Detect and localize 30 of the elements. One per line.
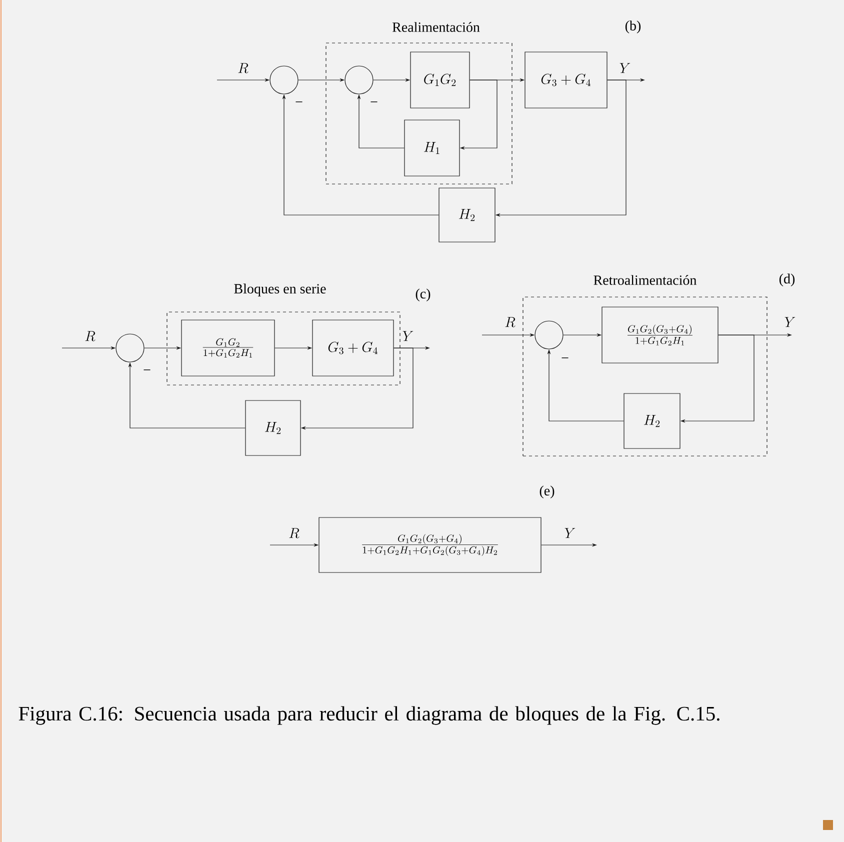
block-box: $G_3+G_4$ [524,52,608,108]
node-label: Bloques en serie [234,284,326,296]
figure-caption: Figura C.16: Secuencia usada para reducir el diagrama de bloques de la Fig. C.15. [18,706,720,725]
panel-label: (e) [540,486,554,498]
block-box: $H_2$ [245,400,301,456]
block-box: $\frac{G_1G_2(G_3+G_4)}{1+G_1G_2H_1}$ [602,306,718,364]
edge-label: $Y$ [563,527,577,539]
summing-junction [344,66,374,94]
block-box: $G_3+G_4$ [312,320,394,376]
panel-label: (d) [779,274,795,286]
edge-label: $R$ [84,330,96,342]
edge-label: $Y$ [783,316,797,328]
block-box: $H_2$ [438,188,496,242]
summing-junction [534,320,564,350]
summing-junction [116,334,144,362]
summing-junction [270,66,298,94]
edge-label: $Y$ [618,62,632,74]
edge-label: $R$ [288,527,300,539]
panel-label: (c) [416,288,430,302]
block-box: $H_1$ [404,120,460,176]
block-box: $\frac{G_1G_2}{1+G_1G_2H_1}$ [181,320,275,376]
node-label: Realimentación [392,22,480,32]
edge-label: $Y$ [401,330,415,342]
panel-label: (b) [625,20,641,34]
edge-label: $R$ [504,316,516,328]
node-label: Retroalimentación [594,275,697,285]
edge-label: $R$ [236,62,250,74]
block-box: $\frac{G_1G_2(G_3+G_4)}{1+G_1G_2H_1+G_1G_2(G_3+G_4)H_2}$ [318,517,542,573]
block-box: $H_2$ [624,393,680,449]
block-box: $G_1G_2$ [410,52,470,108]
